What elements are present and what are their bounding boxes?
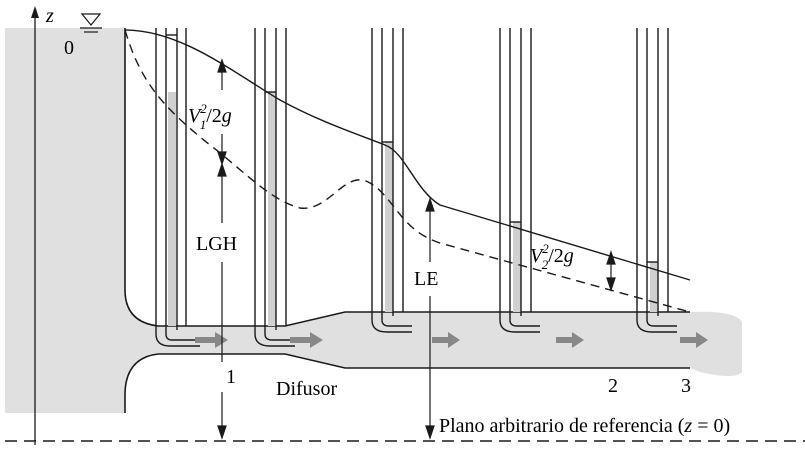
hydraulic-grade-line bbox=[124, 29, 691, 313]
hgl-label: LGH bbox=[196, 233, 237, 255]
z-axis-arrowhead bbox=[31, 6, 39, 18]
section-1-label: 1 bbox=[226, 366, 236, 388]
datum-label: Plano arbitrario de referencia (z = 0) bbox=[439, 415, 730, 437]
reservoir bbox=[5, 28, 125, 413]
free-surface-triangle-icon bbox=[80, 13, 102, 33]
energy-line bbox=[124, 29, 691, 281]
section-0-label: 0 bbox=[64, 37, 74, 59]
section-3-label: 3 bbox=[681, 375, 691, 397]
z-axis-label: z bbox=[45, 5, 54, 27]
flow-direction-arrow-icon bbox=[195, 332, 708, 348]
pipe-fluid bbox=[125, 28, 742, 413]
pipe-upper-wall bbox=[124, 28, 690, 327]
hgl-dimension bbox=[217, 162, 227, 440]
velocity-head-1-dimension bbox=[217, 58, 227, 166]
egl-label: LE bbox=[414, 268, 438, 290]
tubes bbox=[155, 28, 677, 347]
velocity-head-2-dimension bbox=[606, 250, 616, 292]
egl-dimension bbox=[425, 197, 435, 440]
section-2-label: 2 bbox=[608, 375, 618, 397]
diffuser-label: Difusor bbox=[276, 378, 337, 400]
